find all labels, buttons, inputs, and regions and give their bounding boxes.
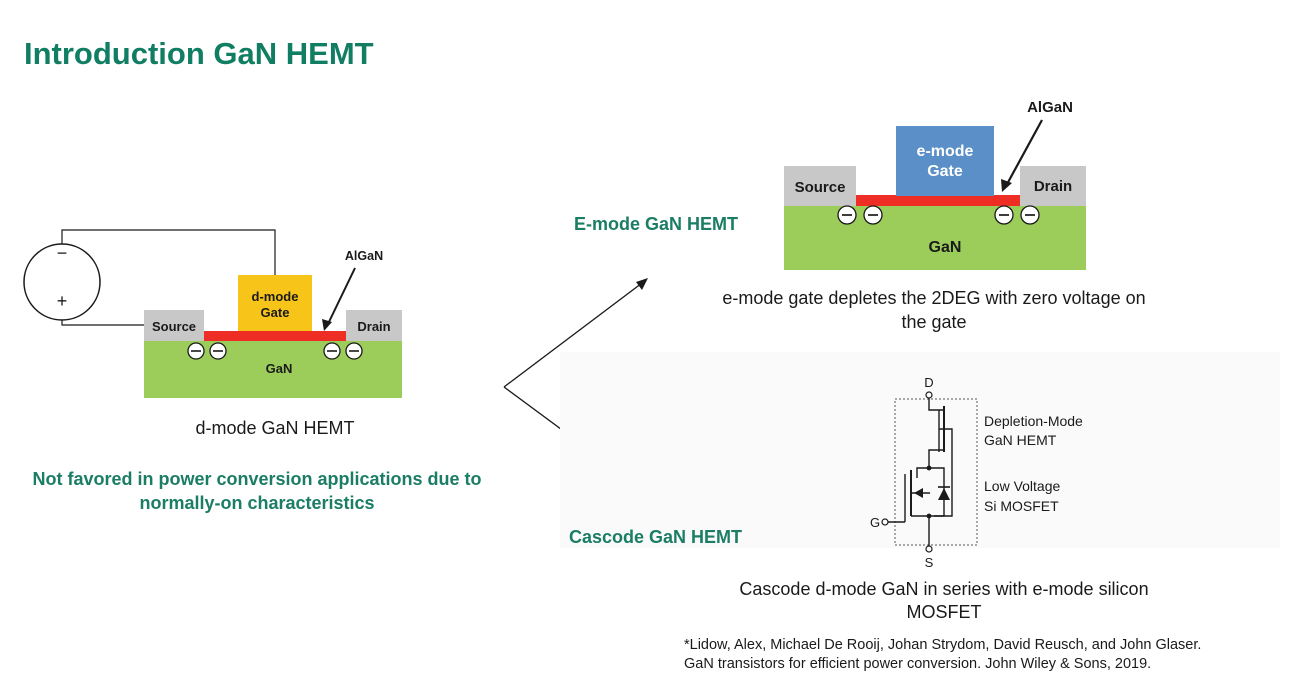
diode-triangle (938, 488, 950, 500)
source-label: Source (152, 319, 196, 334)
cascode-source-terminal (925, 545, 933, 553)
dmode-note: Not favored in power conversion applicat… (14, 467, 500, 515)
cascode-label: Cascode GaN HEMT (569, 527, 743, 547)
algan-label: AlGaN (345, 249, 383, 263)
voltage-source-minus: − (57, 243, 68, 263)
cascode-gate-terminal (881, 518, 889, 526)
dmode-gate-label-1: d-mode (252, 289, 299, 304)
low-voltage-label-1: Low Voltage (984, 478, 1060, 494)
emode-algan-pointer-arrow (1005, 119, 1043, 187)
dmode-note-line-2: normally-on characteristics (139, 493, 375, 513)
emode-caption-line-2: the gate (901, 312, 967, 332)
depletion-mode-label-2: GaN HEMT (984, 432, 1057, 448)
algan-pointer-arrow (326, 267, 356, 327)
emode-caption-line-1: e-mode gate depletes the 2DEG with zero … (722, 288, 1146, 308)
reference-line-2: GaN transistors for efficient power conv… (684, 656, 1152, 672)
drain-label: Drain (357, 319, 390, 334)
emode-gate-label-2: Gate (927, 163, 963, 180)
reference-line-1: *Lidow, Alex, Michael De Rooij, Johan St… (684, 637, 1202, 653)
emode-algan-channel (856, 195, 1020, 206)
emode-gate (896, 126, 994, 196)
emode-hemt-diagram: GaN Source Drain e-mode Gate AlGaN (784, 99, 1086, 270)
low-voltage-label-2: Si MOSFET (984, 498, 1059, 514)
cascode-caption-line-2: MOSFET (906, 602, 982, 622)
dmode-caption: d-mode GaN HEMT (195, 418, 355, 438)
emode-gate-label-1: e-mode (917, 143, 974, 160)
emode-source-label: Source (795, 179, 846, 196)
cascode-caption: Cascode d-mode GaN in series with e-mode… (704, 578, 1184, 624)
emode-gan-substrate (784, 205, 1086, 270)
emode-source-contact (784, 166, 856, 206)
gate-wire (61, 229, 276, 275)
emode-caption: e-mode gate depletes the 2DEG with zero … (694, 286, 1174, 334)
emode-gan-label: GaN (929, 239, 962, 256)
cascode-caption-line-1: Cascode d-mode GaN in series with e-mode… (739, 579, 1149, 599)
source-contact (144, 310, 204, 341)
source-wire (61, 320, 144, 326)
branch-arrow-up (503, 282, 643, 388)
dmode-hemt-diagram: − + GaN Source Drain d-mode Gate AlGaN (23, 229, 402, 398)
depletion-mode-label-1: Depletion-Mode (984, 413, 1083, 429)
mosfet-body-arrow (914, 488, 923, 498)
voltage-source-plus: + (57, 291, 68, 311)
page-title: Introduction GaN HEMT (24, 36, 374, 71)
cascode-source-terminal-label: S (925, 555, 934, 570)
reference-citation: *Lidow, Alex, Michael De Rooij, Johan St… (684, 636, 1201, 674)
emode-label: E-mode GaN HEMT (574, 214, 739, 234)
dmode-note-line-1: Not favored in power conversion applicat… (32, 469, 482, 489)
cascode-drain-terminal-label: D (924, 375, 933, 390)
cascode-circuit-diagram: D S G Depletion-Mode GaN HEMT Low Voltag… (870, 375, 1083, 570)
algan-channel (204, 331, 346, 341)
emode-algan-label: AlGaN (1027, 99, 1073, 116)
cascode-drain-terminal (925, 391, 933, 399)
drain-contact (346, 310, 402, 341)
emode-drain-label: Drain (1034, 178, 1072, 195)
dmode-gate (238, 275, 312, 331)
gan-label: GaN (266, 361, 293, 376)
cascode-gate-terminal-label: G (870, 515, 880, 530)
dmode-gate-label-2: Gate (261, 305, 290, 320)
cascode-package-outline (894, 398, 978, 546)
emode-drain-contact (1020, 166, 1086, 206)
